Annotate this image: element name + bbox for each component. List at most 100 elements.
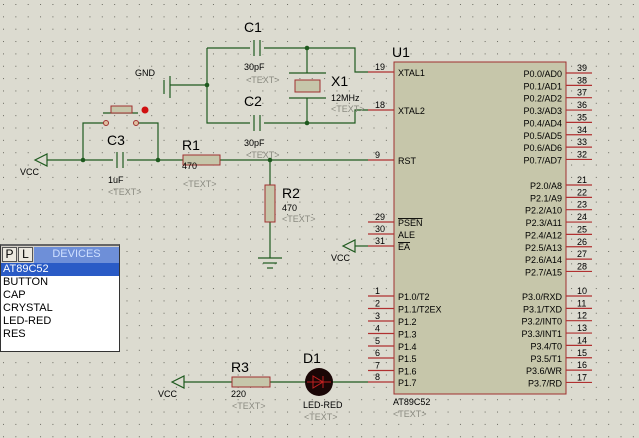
pin-number: 37 — [577, 88, 587, 98]
pin-name: ALE — [398, 230, 415, 240]
svg-text:C3: C3 — [107, 132, 125, 148]
pin-1[interactable]: 1P1.0/T2 — [368, 286, 430, 302]
pin-7[interactable]: 7P1.6 — [368, 361, 417, 377]
device-item[interactable]: CRYSTAL — [3, 302, 53, 314]
resistor-r1[interactable]: R1 470 <TEXT> — [182, 137, 221, 189]
pin-name: P0.4/AD4 — [523, 118, 562, 128]
pin-6[interactable]: 6P1.5 — [368, 348, 417, 364]
pin-name: P2.1/A9 — [530, 193, 562, 203]
svg-text:1uF: 1uF — [108, 175, 124, 185]
pin-name: P3.5/T1 — [530, 354, 562, 364]
svg-text:<TEXT>: <TEXT> — [183, 179, 217, 189]
microcontroller-u1[interactable]: U1 AT89C52 <TEXT> 19XTAL118XTAL29RST29PS… — [368, 44, 592, 419]
resistor-r3[interactable]: R3 220 <TEXT> — [231, 359, 271, 411]
pin-number: 17 — [577, 372, 587, 382]
pin-number: 29 — [375, 212, 385, 222]
button-reset[interactable] — [103, 105, 149, 126]
resistor-r2[interactable]: R2 470 <TEXT> — [264, 160, 316, 258]
capacitor-c3[interactable]: C3 1uF <TEXT> — [107, 132, 142, 197]
library-button[interactable]: L — [18, 247, 33, 262]
pin-name: P3.7/RD — [528, 378, 563, 388]
devices-panel-title: DEVICES — [34, 247, 119, 263]
pin-3[interactable]: 3P1.2 — [368, 311, 417, 327]
pin-number: 13 — [577, 323, 587, 333]
svg-text:30pF: 30pF — [244, 138, 265, 148]
pin-name: P2.3/A11 — [526, 218, 562, 228]
pin-4[interactable]: 4P1.3 — [368, 324, 417, 340]
pin-2[interactable]: 2P1.1/T2EX — [368, 299, 442, 315]
crystal-x1[interactable]: X1 12MHz <TEXT> — [289, 48, 365, 123]
pin-number: 2 — [375, 299, 380, 309]
pin-name: P2.0/A8 — [530, 181, 562, 191]
pin-name: P1.4 — [398, 342, 417, 352]
pin-name: P2.4/A12 — [525, 230, 562, 240]
pin-name: P0.6/AD6 — [523, 143, 562, 153]
pin-number: 7 — [375, 361, 380, 371]
pin-name: P3.3/INT1 — [521, 329, 562, 339]
svg-text:D1: D1 — [303, 350, 321, 366]
pin-8[interactable]: 8P1.7 — [368, 372, 417, 388]
capacitor-c1[interactable]: C1 30pF <TEXT> — [244, 19, 280, 85]
device-item[interactable]: CAP — [3, 289, 26, 301]
pin-number: 4 — [375, 324, 380, 334]
pin-name: XTAL1 — [398, 68, 425, 78]
device-item[interactable]: BUTTON — [3, 276, 49, 288]
pin-name: EA — [398, 242, 410, 252]
pin-5[interactable]: 5P1.4 — [368, 336, 417, 352]
pin-name: P1.5 — [398, 354, 417, 364]
led-d1[interactable]: D1 LED-RED <TEXT> — [303, 350, 343, 422]
capacitor-c2[interactable]: C2 30pF <TEXT> — [244, 93, 280, 160]
pin-number: 12 — [577, 311, 587, 321]
device-item[interactable]: LED-RED — [3, 315, 52, 327]
pin-name: P0.0/AD0 — [523, 69, 562, 79]
svg-text:<TEXT>: <TEXT> — [246, 150, 280, 160]
svg-text:220: 220 — [231, 389, 246, 399]
pin-number: 33 — [577, 137, 587, 147]
device-list[interactable]: AT89C52 BUTTON CAP CRYSTAL LED-RED RES — [1, 263, 119, 341]
device-item[interactable]: RES — [3, 328, 26, 340]
pin-number: 31 — [375, 236, 385, 246]
device-item[interactable]: AT89C52 — [1, 263, 119, 276]
pin-number: 6 — [375, 348, 380, 358]
pin-number: 24 — [577, 212, 587, 222]
svg-text:VCC: VCC — [20, 167, 40, 177]
svg-text:12MHz: 12MHz — [331, 93, 360, 103]
svg-text:C2: C2 — [244, 93, 262, 109]
pin-number: 14 — [577, 335, 587, 345]
svg-text:X1: X1 — [331, 73, 348, 89]
pick-devices-button[interactable]: P — [2, 247, 17, 262]
svg-text:470: 470 — [282, 203, 297, 213]
svg-text:<TEXT>: <TEXT> — [331, 104, 365, 114]
